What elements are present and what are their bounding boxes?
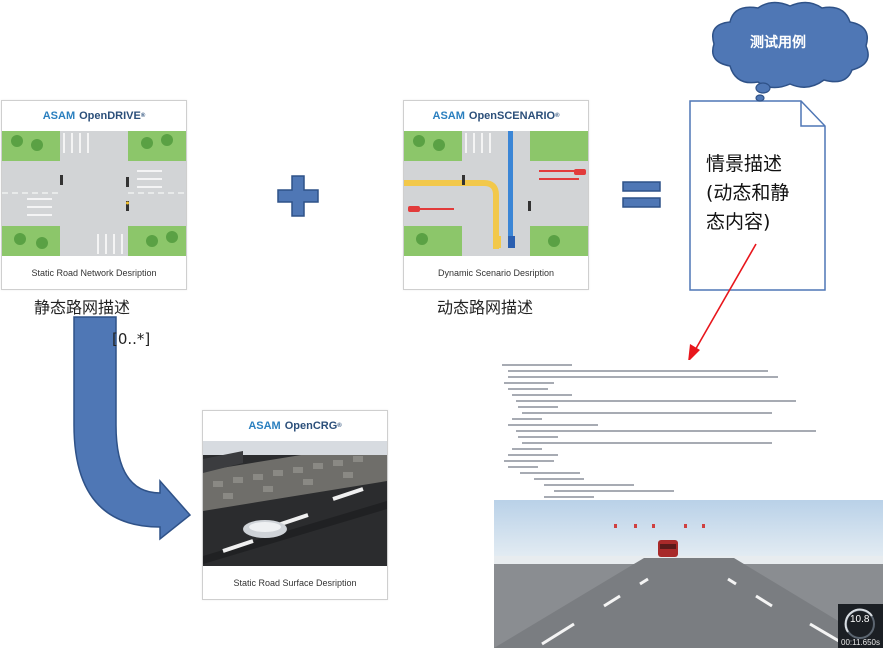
equals-icon	[622, 181, 661, 208]
speedometer	[838, 604, 883, 648]
scenario-note-text: 情景描述 (动态和静 态内容)	[706, 153, 790, 233]
sim-time: 00:11.650s	[841, 638, 880, 647]
simulator-screenshot	[494, 360, 883, 648]
opendrive-caption: Static Road Network Desription	[31, 267, 157, 278]
plus-icon	[277, 175, 319, 217]
openscenario-logo: ASAM OpenSCENARIO®	[432, 110, 560, 122]
opencrg-logo: ASAM OpenCRG®	[248, 420, 342, 432]
opencrg-card: ASAM OpenCRG® Static Road Surface Desrip…	[202, 410, 388, 600]
gauge-icon	[844, 608, 875, 639]
static-road-label: 静态路网描述	[34, 298, 131, 317]
road-surface-image	[203, 441, 387, 566]
driving-view	[494, 500, 883, 648]
opencrg-caption: Static Road Surface Desription	[233, 577, 357, 588]
opendrive-logo: ASAM OpenDRIVE®	[42, 110, 146, 122]
intersection-image	[2, 131, 186, 256]
openscenario-card: ASAM OpenSCENARIO® Dynamic Scenario Desr…	[403, 100, 589, 290]
opendrive-card: ASAM OpenDRIVE® Static Road Network Desr…	[1, 100, 187, 290]
red-connector-arrow	[688, 243, 757, 362]
test-case-cloud	[712, 1, 869, 102]
scenario-image	[404, 131, 588, 256]
openscenario-caption: Dynamic Scenario Desription	[437, 267, 555, 278]
dynamic-road-label: 动态路网描述	[437, 298, 534, 317]
multiplicity-label: [0..*]	[112, 330, 151, 348]
test-case-label: 测试用例	[750, 35, 806, 51]
scenario-note-shape	[689, 100, 826, 291]
curved-arrow	[73, 316, 192, 541]
speed-value: 10.8	[850, 614, 870, 625]
